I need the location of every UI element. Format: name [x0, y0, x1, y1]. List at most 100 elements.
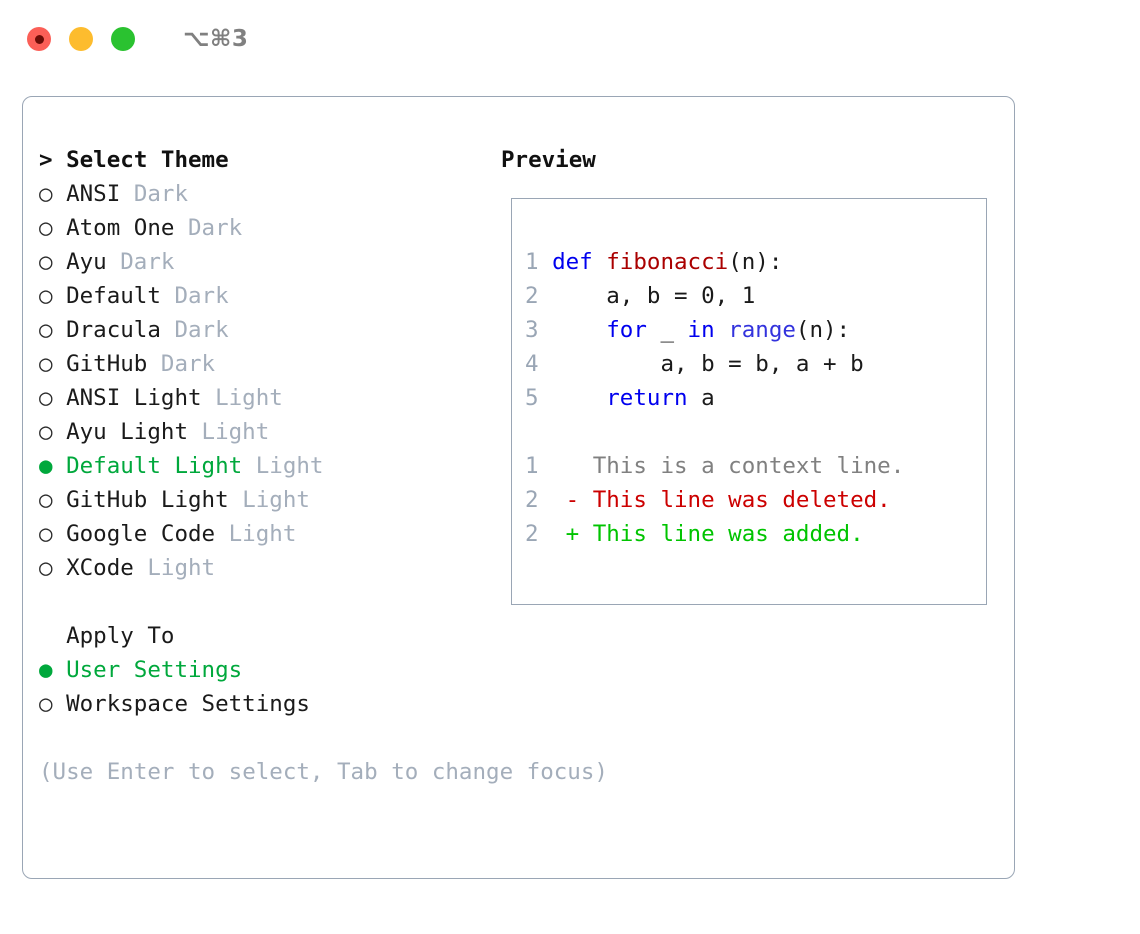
line-number: 4 — [525, 351, 539, 377]
gutter-gap — [539, 317, 553, 343]
section-spacer — [39, 585, 499, 619]
apply-to-options-list: ● User Settings○ Workspace Settings — [39, 653, 499, 721]
code-token: range — [728, 317, 796, 343]
theme-option-label: Default — [66, 283, 161, 309]
spacer — [53, 385, 67, 411]
spacer — [215, 521, 229, 547]
spacer — [134, 555, 148, 581]
code-token: _ — [646, 317, 688, 343]
spacer — [53, 317, 67, 343]
spacer — [229, 487, 243, 513]
code-token: a — [687, 385, 715, 411]
apply-to-title: Apply To — [66, 623, 175, 649]
theme-option-dracula[interactable]: ○ Dracula Dark — [39, 313, 499, 347]
spacer — [120, 181, 134, 207]
gutter-gap — [539, 249, 553, 275]
theme-option-xcode[interactable]: ○ XCode Light — [39, 551, 499, 585]
keyboard-shortcut-label: ⌥⌘3 — [183, 26, 249, 52]
spacer — [53, 555, 67, 581]
theme-option-github-light[interactable]: ○ GitHub Light Light — [39, 483, 499, 517]
theme-option-label: Dracula — [66, 317, 161, 343]
line-number: 1 — [525, 453, 539, 479]
radio-unselected-icon: ○ — [39, 385, 53, 411]
gutter-gap — [539, 385, 553, 411]
apply-to-option-user-settings[interactable]: ● User Settings — [39, 653, 499, 687]
spacer — [147, 351, 161, 377]
spacer — [53, 487, 67, 513]
radio-unselected-icon: ○ — [39, 419, 53, 445]
maximize-button[interactable] — [111, 27, 135, 51]
code-token: (n): — [795, 317, 851, 343]
close-button[interactable] — [27, 27, 51, 51]
code-token — [552, 317, 606, 343]
line-number: 2 — [525, 283, 539, 309]
theme-option-atom-one[interactable]: ○ Atom One Dark — [39, 211, 499, 245]
radio-unselected-icon: ○ — [39, 351, 53, 377]
diff-line-text: - This line was deleted. — [538, 487, 891, 513]
spacer — [53, 215, 67, 241]
code-line: 2 a, b = 0, 1 — [525, 279, 980, 313]
theme-variant-badge: Light — [228, 521, 297, 547]
line-number: 2 — [525, 521, 539, 547]
radio-unselected-icon: ○ — [39, 317, 53, 343]
spacer — [53, 351, 67, 377]
theme-option-label: GitHub — [66, 351, 148, 377]
apply-to-option-workspace-settings[interactable]: ○ Workspace Settings — [39, 687, 499, 721]
radio-unselected-icon: ○ — [39, 691, 53, 717]
theme-variant-badge: Light — [147, 555, 216, 581]
theme-option-label: Google Code — [66, 521, 216, 547]
code-token: a, b = 0, 1 — [552, 283, 756, 309]
theme-option-google-code[interactable]: ○ Google Code Light — [39, 517, 499, 551]
spacer — [242, 453, 256, 479]
code-token — [552, 385, 606, 411]
prompt-caret: > — [39, 147, 67, 173]
code-line: 3 for _ in range(n): — [525, 313, 980, 347]
theme-option-default[interactable]: ○ Default Dark — [39, 279, 499, 313]
theme-option-ansi[interactable]: ○ ANSI Dark — [39, 177, 499, 211]
code-line: 5 return a — [525, 381, 980, 415]
line-number: 5 — [525, 385, 539, 411]
code-token: def — [552, 249, 607, 275]
theme-variant-badge: Light — [215, 385, 283, 411]
diff-line: 2 - This line was deleted. — [525, 483, 980, 517]
radio-unselected-icon: ○ — [39, 283, 53, 309]
spacer — [53, 691, 67, 717]
spacer — [53, 283, 67, 309]
radio-unselected-icon: ○ — [39, 181, 53, 207]
minimize-button[interactable] — [69, 27, 93, 51]
line-number: 1 — [525, 249, 539, 275]
title-bar: ⌥⌘3 — [0, 0, 1140, 78]
theme-option-default-light[interactable]: ● Default Light Light — [39, 449, 499, 483]
theme-variant-badge: Dark — [133, 181, 188, 207]
theme-list-column: > Select Theme ○ ANSI Dark○ Atom One Dar… — [39, 143, 608, 789]
gutter-gap — [539, 351, 553, 377]
window-controls — [27, 27, 135, 51]
theme-variant-badge: Dark — [120, 249, 175, 275]
theme-option-ansi-light[interactable]: ○ ANSI Light Light — [39, 381, 499, 415]
theme-option-label: Ayu Light — [66, 419, 188, 445]
spacer — [53, 453, 67, 479]
gutter-gap — [539, 283, 553, 309]
theme-option-label: Default Light — [66, 453, 243, 479]
theme-option-ayu[interactable]: ○ Ayu Dark — [39, 245, 499, 279]
radio-unselected-icon: ○ — [39, 215, 53, 241]
radio-unselected-icon: ○ — [39, 249, 53, 275]
diff-line: 2 + This line was added. — [525, 517, 980, 551]
code-token: return — [606, 385, 688, 411]
radio-selected-icon: ● — [39, 453, 53, 479]
theme-variant-badge: Light — [201, 419, 270, 445]
code-token: (n): — [728, 249, 783, 275]
theme-option-label: GitHub Light — [66, 487, 229, 513]
spacer — [53, 657, 67, 683]
code-token: a, b = b, a + b — [552, 351, 864, 377]
theme-option-github[interactable]: ○ GitHub Dark — [39, 347, 499, 381]
spacer — [53, 419, 67, 445]
code-token: for — [606, 317, 647, 343]
theme-option-ayu-light[interactable]: ○ Ayu Light Light — [39, 415, 499, 449]
spacer — [161, 317, 175, 343]
theme-selector-panel: > Select Theme ○ ANSI Dark○ Atom One Dar… — [22, 96, 1015, 879]
page-title: Select Theme — [66, 147, 229, 173]
theme-options-list: ○ ANSI Dark○ Atom One Dark○ Ayu Dark○ De… — [39, 177, 499, 585]
apply-to-option-label: User Settings — [66, 657, 243, 683]
